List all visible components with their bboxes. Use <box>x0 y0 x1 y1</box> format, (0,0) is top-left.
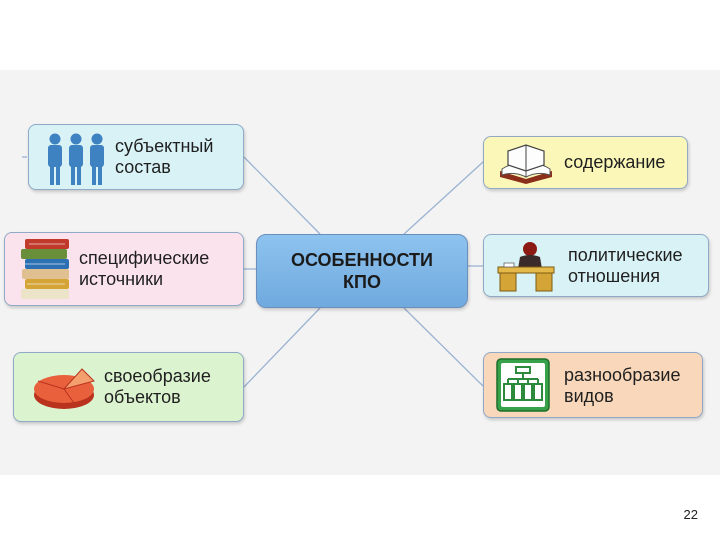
connector-content <box>403 161 484 235</box>
node-content: содержание <box>483 136 688 189</box>
books-icon <box>19 237 75 306</box>
connector-objects <box>243 307 321 388</box>
node-label: субъектный состав <box>115 136 214 177</box>
center-label: ОСОБЕННОСТИ КПО <box>291 250 433 292</box>
org-chart-icon <box>496 358 550 417</box>
node-political-relations: политические отношения <box>483 234 709 297</box>
node-specific-sources: специфические источники <box>4 232 244 306</box>
node-variety-of-types: разнообразие видов <box>483 352 703 418</box>
node-label: разнообразие видов <box>564 365 681 406</box>
node-subject-composition: субъектный состав <box>28 124 244 190</box>
people-icon <box>43 131 109 192</box>
page-number: 22 <box>683 507 698 522</box>
desk-person-icon <box>494 239 558 298</box>
open-book-icon <box>496 141 556 190</box>
connector-variety <box>403 307 484 387</box>
node-label: содержание <box>564 152 666 172</box>
node-label: политические отношения <box>568 245 683 286</box>
node-label: специфические источники <box>79 248 210 289</box>
center-node: ОСОБЕННОСТИ КПО <box>256 234 468 308</box>
node-object-uniqueness: своеобразие объектов <box>13 352 244 422</box>
connector-subject <box>243 156 321 235</box>
pie-icon <box>30 361 98 418</box>
node-label: своеобразие объектов <box>104 366 211 407</box>
